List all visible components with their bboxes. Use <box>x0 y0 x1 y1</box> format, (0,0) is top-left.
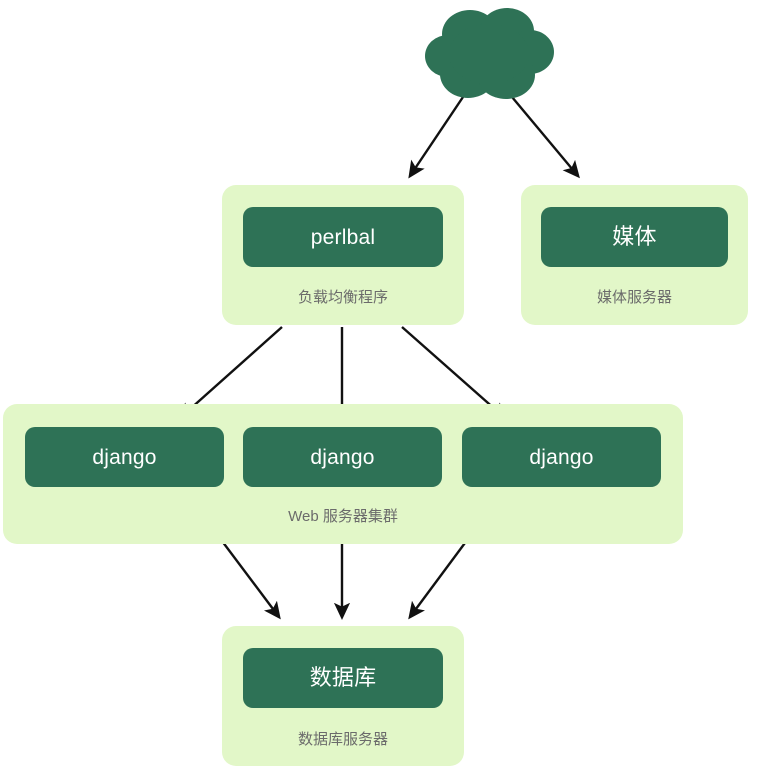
node-media-label: 媒体 <box>612 224 657 249</box>
group-media-server-caption: 媒体服务器 <box>596 289 672 306</box>
group-load-balancer-caption: 负载均衡程序 <box>297 289 388 306</box>
node-django-1[interactable]: django <box>25 427 224 487</box>
node-database[interactable]: 数据库 <box>243 648 443 708</box>
cloud-icon <box>425 8 554 99</box>
internet-cloud <box>424 4 556 102</box>
node-django-3[interactable]: django <box>462 427 661 487</box>
node-django-3-label: django <box>529 445 594 469</box>
group-web-cluster-caption: Web 服务器集群 <box>288 508 398 525</box>
node-django-2[interactable]: django <box>243 427 442 487</box>
node-media[interactable]: 媒体 <box>541 207 728 267</box>
node-django-2-label: django <box>310 445 375 469</box>
node-database-label: 数据库 <box>309 665 377 690</box>
edge-cloud-to-load-balancer <box>408 96 464 179</box>
edge-cloud-to-media-server <box>511 96 580 179</box>
group-database-server-caption: 数据库服务器 <box>297 731 388 748</box>
node-django-1-label: django <box>92 445 157 469</box>
node-perlbal[interactable]: perlbal <box>243 207 443 267</box>
node-perlbal-label: perlbal <box>310 225 376 249</box>
